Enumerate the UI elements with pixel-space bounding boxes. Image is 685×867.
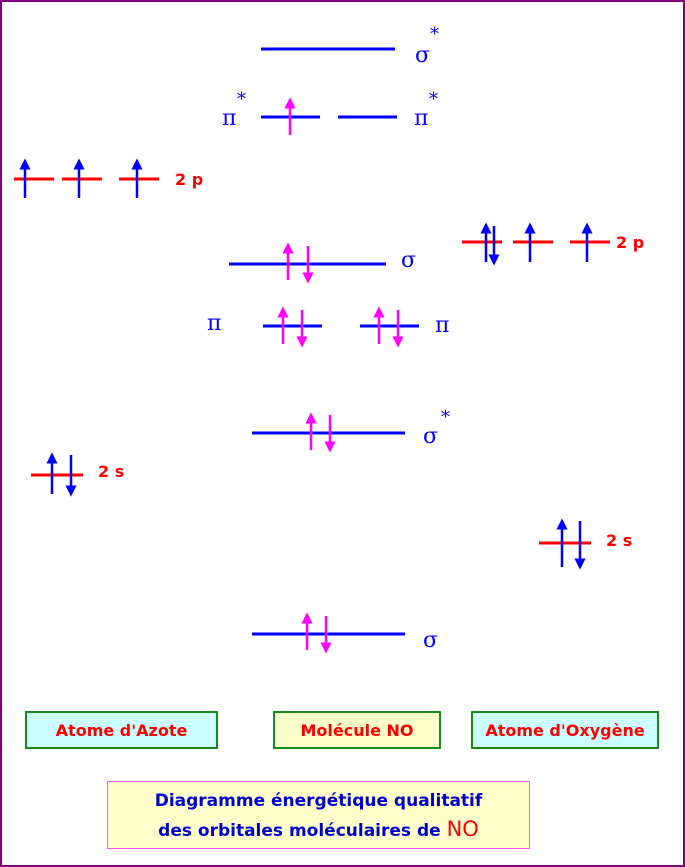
molecule-no-label: Molécule NO bbox=[273, 711, 441, 749]
label-pi-star-left-star: * bbox=[237, 89, 246, 110]
label-pi-star-right: π bbox=[414, 106, 428, 131]
nitrogen-atom-label: Atome d'Azote bbox=[25, 711, 218, 749]
label-o-2p: 2 p bbox=[616, 233, 644, 252]
oxygen-atom-label: Atome d'Oxygène bbox=[471, 711, 659, 749]
label-sigma-star-2s: σ bbox=[423, 424, 438, 449]
label-n-2s: 2 s bbox=[98, 462, 124, 481]
label-sigma-star-2p: σ bbox=[415, 43, 430, 68]
label-pi-star-left: π bbox=[222, 106, 236, 131]
label-pi-star-right-star: * bbox=[429, 89, 438, 110]
label-sigma-star-2s-star: * bbox=[441, 407, 450, 428]
label-o-2s: 2 s bbox=[606, 531, 632, 550]
caption-line-2: des orbitales moléculaires de NO bbox=[108, 815, 529, 845]
label-n-2p: 2 p bbox=[175, 170, 203, 189]
label-sigma-star-2p-star: * bbox=[430, 24, 439, 45]
caption-line-2-text: des orbitales moléculaires de bbox=[158, 821, 441, 841]
label-sigma-2s: σ bbox=[423, 628, 438, 653]
label-sigma-2p: σ bbox=[401, 248, 416, 273]
label-pi-right: π bbox=[435, 313, 449, 338]
caption-line-1: Diagramme énergétique qualitatif bbox=[154, 791, 483, 811]
caption-formula: NO bbox=[446, 817, 479, 841]
diagram-caption: Diagramme énergétique qualitatif des orb… bbox=[107, 781, 530, 849]
label-pi-left: π bbox=[207, 311, 221, 336]
